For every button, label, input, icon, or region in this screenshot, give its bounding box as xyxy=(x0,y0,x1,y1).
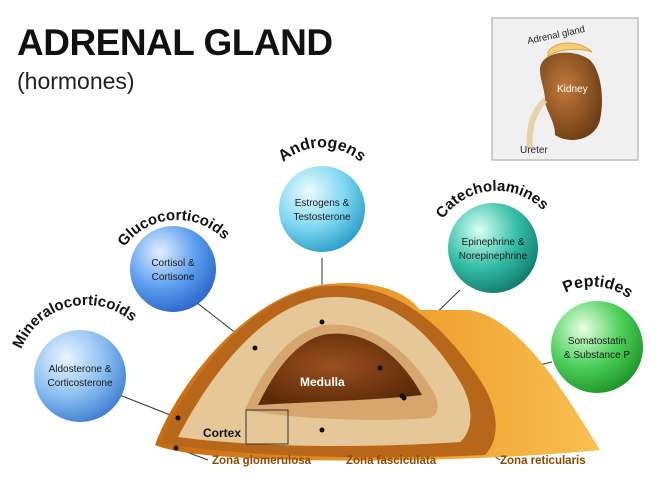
ureter-shape xyxy=(526,97,548,149)
zona-reticularis-label: Zona reticularis xyxy=(500,455,586,467)
sphere-androgens: Estrogens & Testosterone xyxy=(279,166,365,252)
kidney-inset: Adrenal gland Kidney Ureter xyxy=(491,17,639,161)
arc-title-androgens: Androgens xyxy=(275,134,369,165)
medulla-region xyxy=(258,333,422,405)
sphere-text-1: Aldosterone & xyxy=(49,364,112,375)
sphere-catecholamines: Epinephrine & Norepinephrine xyxy=(448,203,538,293)
sphere-text-2: Corticosterone xyxy=(47,378,112,389)
medulla-label: Medulla xyxy=(300,375,345,389)
ureter-label: Ureter xyxy=(520,145,548,156)
zona-glomerulosa-label: Zona glomerulosa xyxy=(212,455,312,467)
sphere-text-1: Estrogens & xyxy=(295,198,350,209)
sphere-peptides: Somatostatin & Substance P xyxy=(551,301,643,393)
sphere-text-2: & Substance P xyxy=(564,350,630,361)
sphere-glucocorticoids: Cortisol & Cortisone xyxy=(130,226,216,312)
zona-fasciculata-label: Zona fasciculata xyxy=(346,455,437,467)
adrenal-cross-section xyxy=(155,282,600,461)
page-subtitle: (hormones) xyxy=(17,68,135,94)
kidney-shape xyxy=(540,52,602,140)
sphere-text-1: Somatostatin xyxy=(568,336,626,347)
anchor-dots xyxy=(173,319,407,451)
sphere-text-1: Cortisol & xyxy=(151,258,195,269)
arc-title-peptides: Peptides xyxy=(560,273,635,302)
sphere-mineralocorticoids: Aldosterone & Corticosterone xyxy=(34,330,126,422)
sphere-text-2: Norepinephrine xyxy=(459,251,528,262)
cortex-label: Cortex xyxy=(203,426,241,440)
sphere-text-2: Testosterone xyxy=(293,212,351,223)
sphere-text-2: Cortisone xyxy=(152,272,195,283)
adrenal-gland-shape xyxy=(547,42,593,57)
sphere-text-1: Epinephrine & xyxy=(462,237,525,248)
page-title: ADRENAL GLAND xyxy=(17,22,333,63)
kidney-label: Kidney xyxy=(557,84,588,95)
